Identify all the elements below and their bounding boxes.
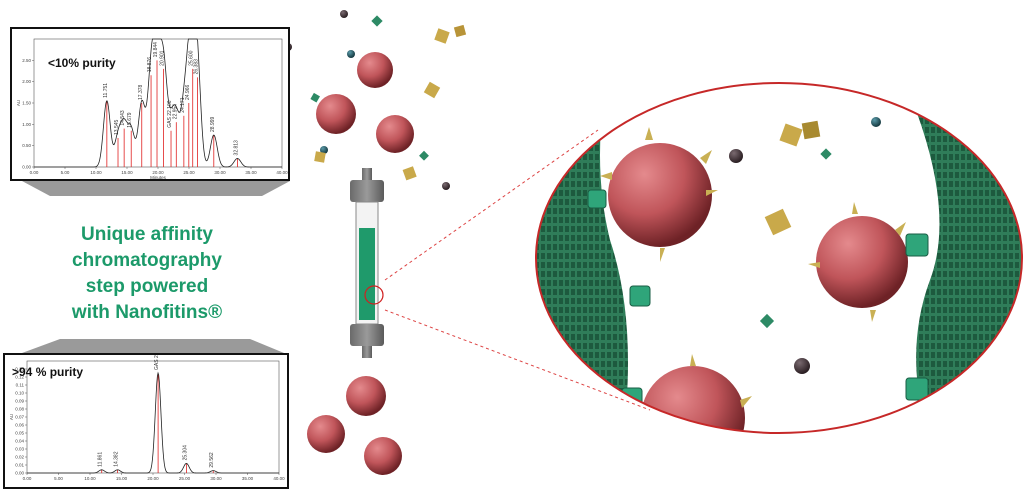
y-axis-label: AU <box>9 414 14 420</box>
x-axis-label: Minutes <box>150 175 167 179</box>
peak-label: 32.813 <box>233 140 239 156</box>
peak-label: 11.751 <box>103 83 109 98</box>
peak-label: 25.304 <box>182 445 188 461</box>
chart-pointer-bottom <box>22 339 284 353</box>
zoom-ellipse <box>535 82 1023 434</box>
y-tick-label: 0.05 <box>15 431 24 436</box>
y-tick-label: 2.50 <box>22 58 31 63</box>
y-tick-label: 0.04 <box>15 439 24 444</box>
y-tick-label: 0.08 <box>15 407 24 412</box>
chromatogram-trace <box>34 38 282 168</box>
peak-label: 28.999 <box>210 116 216 132</box>
y-tick-label: 0.03 <box>15 447 24 452</box>
x-tick-label: 20.00 <box>152 170 164 175</box>
peak-label: 26.383 <box>194 59 200 75</box>
x-tick-label: 15.00 <box>121 170 133 175</box>
peak-label: 29.562 <box>209 452 215 468</box>
peak-label: 22.954 <box>172 104 178 120</box>
tagline-line-2: chromatography <box>72 250 222 271</box>
peak-label: 17.378 <box>138 84 144 100</box>
chromatogram-after: 0.00 5.00 10.00 15.00 20.00 25.00 30.00 35.00 40… <box>3 343 289 489</box>
x-tick-label: 5.00 <box>54 476 63 481</box>
x-tick-label: 30.00 <box>214 170 226 175</box>
y-tick-label: 0.06 <box>15 423 24 428</box>
x-tick-label: 10.00 <box>84 476 96 481</box>
y-tick-label: 0.09 <box>15 399 24 404</box>
peak-label: 19.844 <box>153 42 159 58</box>
chromatogram-before-plot: 0.00 5.00 10.00 15.00 20.00 25.00 30.00 35.00 40… <box>16 38 288 180</box>
chromatogram-trace <box>27 371 279 474</box>
x-tick-label: 40.00 <box>273 476 285 481</box>
y-tick-label: 0.02 <box>15 455 24 460</box>
tagline: Unique affinity chromatography step powe… <box>40 222 254 326</box>
tagline-line-3: step powered <box>85 276 209 297</box>
y-tick-label: 0.13 <box>15 367 24 372</box>
x-tick-label: 25.00 <box>179 476 191 481</box>
chromatogram-before-title: <10% purity <box>48 56 116 70</box>
chromatogram-after-title: >94 % purity <box>12 365 84 379</box>
y-tick-label: 0.11 <box>16 383 25 388</box>
peak-label: 25.600 <box>189 50 195 66</box>
x-tick-label: 5.00 <box>61 170 70 175</box>
peak-label: 14.543 <box>120 110 126 126</box>
peak-label: GAS 20.811 <box>154 355 160 370</box>
x-tick-label: 15.00 <box>116 476 128 481</box>
x-tick-label: 10.00 <box>90 170 102 175</box>
x-tick-label: 35.00 <box>242 476 254 481</box>
tagline-line-4: with Nanofitins® <box>71 302 223 323</box>
x-tick-label: 0.00 <box>23 476 32 481</box>
y-tick-label: 0.12 <box>15 375 24 380</box>
chromatogram-before: 0.00 5.00 10.00 15.00 20.00 25.00 30.00 35.00 40… <box>10 27 290 181</box>
zoom-lines <box>384 129 651 411</box>
peak-label: 20.901 <box>160 50 166 66</box>
chart-pointer-top <box>22 181 290 196</box>
y-tick-label: 1.00 <box>22 122 31 127</box>
y-tick-label: 0.07 <box>15 415 24 420</box>
y-tick-label: 1.50 <box>22 101 31 106</box>
tagline-line-1: Unique affinity <box>81 224 213 245</box>
y-tick-label: 0.10 <box>15 391 24 396</box>
x-tick-label: 20.00 <box>147 476 159 481</box>
peak-label: 24.966 <box>185 84 191 100</box>
peak-label: 11.861 <box>98 452 104 467</box>
peak-label: 14.382 <box>114 451 120 467</box>
x-tick-label: 0.00 <box>30 170 39 175</box>
peak-label: GAS 22.106 <box>167 100 173 127</box>
y-tick-label: 2.00 <box>22 79 31 84</box>
x-tick-label: 35.00 <box>245 170 257 175</box>
x-tick-label: 30.00 <box>210 476 222 481</box>
peak-label: 24.171 <box>180 97 186 113</box>
x-tick-label: 40.00 <box>276 170 288 175</box>
y-tick-label: 0.01 <box>15 463 24 468</box>
chromatogram-after-plot: 0.00 5.00 10.00 15.00 20.00 25.00 30.00 35.00 40… <box>9 343 285 481</box>
y-tick-label: 0.00 <box>22 165 31 170</box>
chromatography-column <box>350 168 384 358</box>
y-tick-label: 0.00 <box>15 471 24 476</box>
peak-label: 15.679 <box>127 112 133 128</box>
peak-label: 13.545 <box>114 119 120 135</box>
y-tick-label: 0.50 <box>22 143 31 148</box>
peak-label: 18.876 <box>147 57 153 73</box>
x-tick-label: 25.00 <box>183 170 195 175</box>
y-axis-label: AU <box>16 100 21 106</box>
